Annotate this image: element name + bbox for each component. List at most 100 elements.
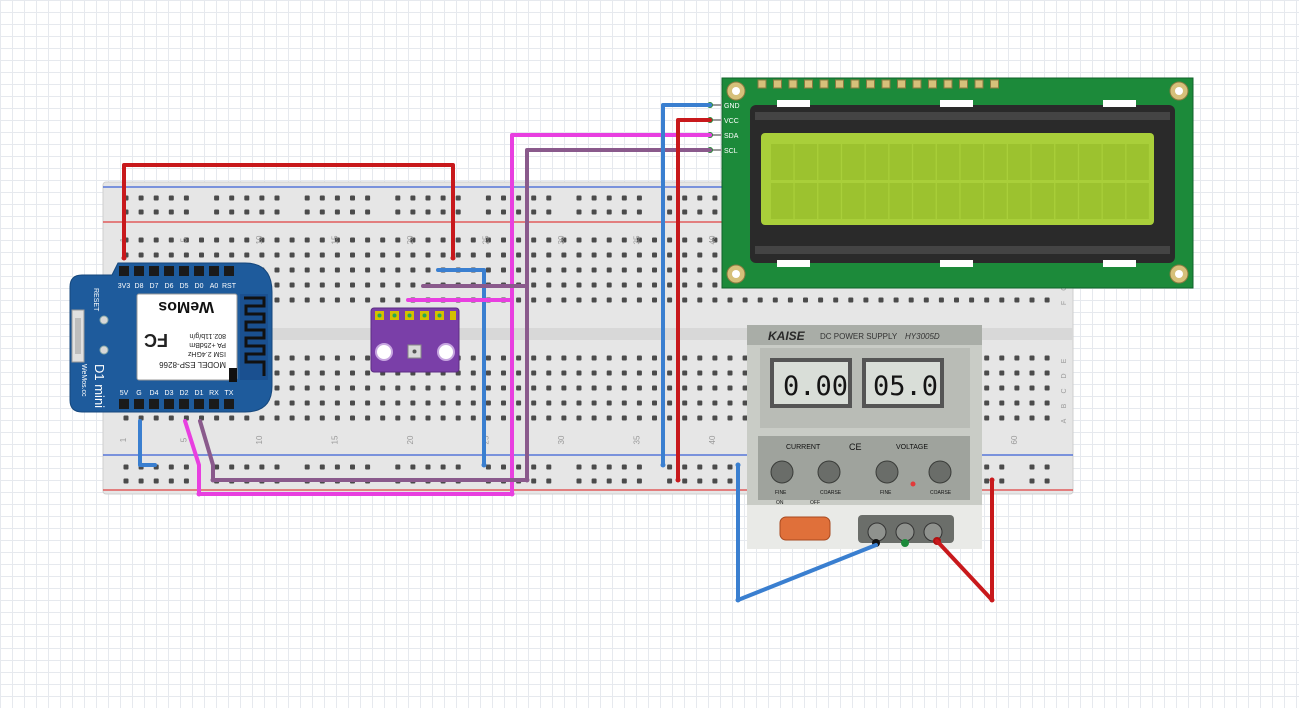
- voltage-coarse-knob[interactable]: [928, 460, 952, 484]
- lcd-cell: [984, 144, 1007, 180]
- shield-model-text: MODEL ESP-8266: [159, 360, 226, 369]
- breadboard-hole: [591, 209, 597, 215]
- current-fine-knob[interactable]: [770, 460, 794, 484]
- breadboard-hole: [697, 355, 703, 361]
- lcd-header-pin: [757, 79, 767, 89]
- breadboard-hole: [395, 252, 401, 258]
- breadboard-hole: [697, 252, 703, 258]
- breadboard-hole: [304, 385, 310, 391]
- breadboard-hole: [350, 415, 355, 421]
- breadboard-hole: [697, 415, 703, 421]
- breadboard-hole: [531, 400, 537, 406]
- voltage-fine-knob[interactable]: [875, 460, 899, 484]
- breadboard-hole: [984, 464, 990, 470]
- breadboard-hole: [229, 237, 235, 243]
- breadboard-hole: [576, 195, 582, 201]
- wemos-pin-label: G: [136, 390, 141, 397]
- breadboard-hole: [621, 415, 627, 421]
- breadboard-hole: [365, 370, 371, 376]
- breadboard-hole: [334, 252, 340, 258]
- breadboard-hole: [334, 464, 340, 470]
- lcd-cell: [818, 183, 841, 219]
- breadboard-hole: [712, 252, 718, 258]
- breadboard-hole: [244, 464, 250, 470]
- breadboard-hole: [621, 464, 627, 470]
- wemos-pin-label: 3V3: [118, 283, 131, 290]
- lcd-cell: [936, 183, 960, 219]
- breadboard-hole: [138, 209, 144, 215]
- breadboard-hole: [999, 297, 1005, 303]
- bme280-mount-hole: [375, 343, 393, 361]
- breadboard-hole: [168, 195, 174, 201]
- breadboard-hole: [395, 385, 401, 391]
- breadboard-hole: [183, 252, 189, 258]
- breadboard-hole: [425, 195, 431, 201]
- breadboard-hole: [153, 237, 159, 243]
- breadboard-hole: [365, 209, 371, 215]
- bme280-sensor: [370, 307, 460, 373]
- breadboard-hole: [244, 209, 250, 215]
- breadboard-hole: [606, 464, 612, 470]
- wire-sda-magenta: [183, 133, 712, 496]
- breadboard-hole: [1014, 370, 1020, 376]
- breadboard-hole: [546, 267, 552, 273]
- voltage-coarse-label: COARSE: [930, 490, 952, 496]
- power-switch[interactable]: [779, 516, 831, 541]
- breadboard-hole: [183, 237, 189, 243]
- breadboard-hole: [395, 267, 401, 273]
- breadboard-hole: [501, 252, 506, 258]
- lcd-cell: [1008, 144, 1031, 180]
- breadboard-hole: [636, 297, 642, 303]
- breadboard-hole: [1014, 385, 1020, 391]
- breadboard-hole: [410, 415, 416, 421]
- breadboard-hole: [1029, 355, 1035, 361]
- lcd-cell: [1126, 144, 1149, 180]
- column-number-top: 10: [255, 235, 264, 244]
- breadboard-hole: [470, 370, 476, 376]
- breadboard-hole: [516, 237, 522, 243]
- breadboard-hole: [501, 400, 506, 406]
- breadboard-hole: [546, 415, 552, 421]
- wire-endpoints: [121, 255, 995, 603]
- breadboard-hole: [350, 370, 355, 376]
- current-fine-label: FINE: [775, 490, 787, 496]
- wemos-pin: [179, 266, 189, 276]
- breadboard-hole: [818, 297, 824, 303]
- breadboard-hole: [712, 297, 718, 303]
- breadboard-hole: [682, 252, 688, 258]
- breadboard-hole: [546, 237, 552, 243]
- wemos-mount-hole: [99, 315, 109, 325]
- breadboard-hole: [380, 252, 386, 258]
- breadboard-hole: [531, 415, 537, 421]
- usb-port-inner: [75, 318, 81, 354]
- esp8266-shield-text: MODEL ESP-8266 ISM 2.4GHz PA +25dBm 802.…: [144, 298, 226, 369]
- breadboard-hole: [274, 297, 280, 303]
- current-coarse-knob[interactable]: [817, 460, 841, 484]
- breadboard-hole: [561, 252, 567, 258]
- psu-brand: KAISE: [768, 329, 806, 343]
- breadboard-hole: [984, 478, 990, 484]
- row-letter: A: [1061, 418, 1068, 423]
- terminal-green-post[interactable]: [895, 522, 915, 542]
- breadboard-hole: [667, 385, 673, 391]
- column-number-top: 20: [406, 235, 415, 244]
- breadboard-hole: [697, 297, 703, 303]
- breadboard-hole: [591, 355, 597, 361]
- breadboard-hole: [274, 209, 280, 215]
- lcd-cell: [865, 183, 889, 219]
- breadboard-hole: [395, 400, 401, 406]
- breadboard-hole: [516, 267, 522, 273]
- board-site: WeMos.cc: [80, 364, 87, 397]
- breadboard-hole: [199, 252, 204, 258]
- breadboard-hole: [636, 237, 642, 243]
- wemos-pin-label: RST: [222, 283, 237, 290]
- breadboard-hole: [621, 209, 627, 215]
- fc-mark: FC: [144, 330, 168, 350]
- breadboard-hole: [727, 355, 733, 361]
- wemos-pin-label: D8: [135, 283, 144, 290]
- terminal-black-post[interactable]: [867, 522, 887, 542]
- breadboard-hole: [168, 252, 174, 258]
- lcd-cell: [1031, 183, 1055, 219]
- breadboard-hole: [712, 267, 718, 273]
